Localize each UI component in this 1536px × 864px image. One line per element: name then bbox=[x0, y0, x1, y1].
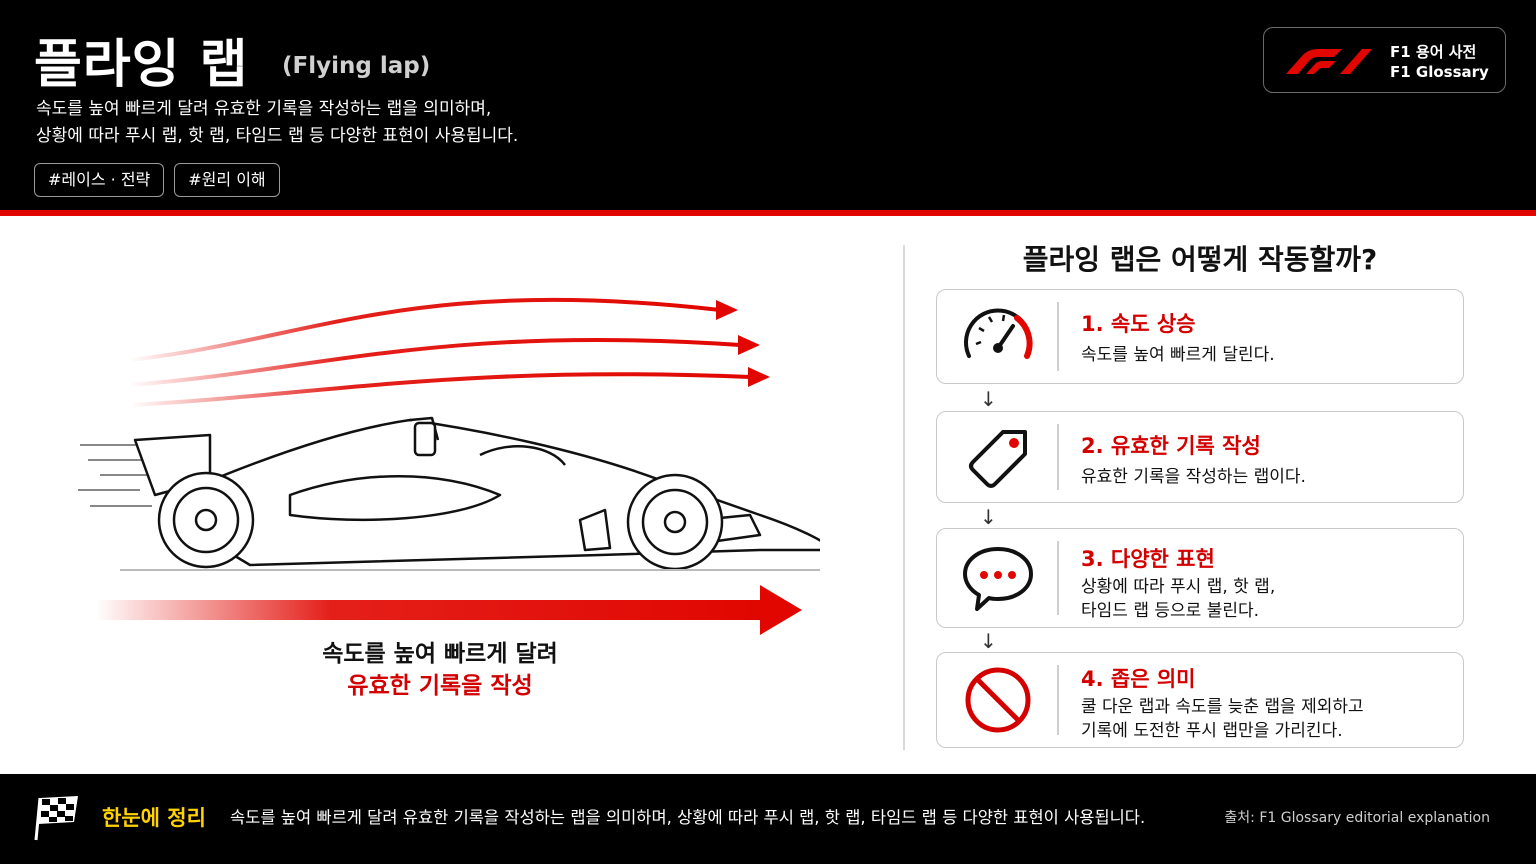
source-credit: 출처: F1 Glossary editorial explanation bbox=[1224, 810, 1490, 826]
tag-list: #레이스 · 전략 #원리 이해 bbox=[34, 163, 280, 197]
step-4-desc: 쿨 다운 랩과 속도를 늦춘 랩을 제외하고 기록에 도전한 푸시 랩만을 가리… bbox=[1081, 697, 1364, 741]
step-2-desc: 유효한 기록을 작성하는 랩이다. bbox=[1081, 467, 1306, 487]
f1-logo-icon bbox=[1286, 49, 1372, 74]
page-description: 속도를 높여 빠르게 달려 유효한 기록을 작성하는 랩을 의미하며, 상황에 … bbox=[36, 99, 519, 146]
step-3-desc: 상황에 따라 푸시 랩, 핫 랩, 타임드 랩 등으로 불린다. bbox=[1081, 577, 1276, 621]
speech-bubble-icon bbox=[963, 547, 1033, 611]
step-arrow-3: ↓ bbox=[980, 629, 997, 653]
step-card-narrow-meaning: 4. 좁은 의미 쿨 다운 랩과 속도를 늦춘 랩을 제외하고 기록에 도전한 … bbox=[936, 652, 1464, 748]
prohibited-icon bbox=[965, 667, 1031, 733]
page-title: 플라잉 랩 bbox=[34, 35, 249, 95]
illustration-caption: 속도를 높여 빠르게 달려 유효한 기록을 작성 bbox=[322, 641, 558, 699]
brand-badge: F1 용어 사전 F1 Glossary bbox=[1263, 27, 1506, 93]
step-card-record: 2. 유효한 기록 작성 유효한 기록을 작성하는 랩이다. bbox=[936, 411, 1464, 503]
step-card-speed: 1. 속도 상승 속도를 높여 빠르게 달린다. bbox=[936, 289, 1464, 384]
header-red-rule bbox=[0, 210, 1536, 216]
step-arrow-2: ↓ bbox=[980, 505, 997, 529]
race-car-illustration bbox=[78, 297, 820, 635]
checkered-flag-icon bbox=[34, 796, 78, 841]
page-subtitle: (Flying lap) bbox=[282, 53, 431, 79]
header-bar: 플라잉 랩 (Flying lap) 속도를 높여 빠르게 달려 유효한 기록을… bbox=[0, 0, 1536, 212]
summary-text: 속도를 높여 빠르게 달려 유효한 기록을 작성하는 랩을 의미하며, 상황에 … bbox=[230, 808, 1146, 827]
step-1-title: 1. 속도 상승 bbox=[1081, 312, 1196, 336]
tag-race-strategy[interactable]: #레이스 · 전략 bbox=[34, 163, 165, 197]
step-2-title: 2. 유효한 기록 작성 bbox=[1081, 434, 1261, 458]
step-3-title: 3. 다양한 표현 bbox=[1081, 547, 1215, 571]
summary-label: 한눈에 정리 bbox=[102, 806, 206, 830]
step-4-title: 4. 좁은 의미 bbox=[1081, 667, 1196, 691]
panel-title: 플라잉 랩은 어떻게 작동할까? bbox=[1022, 243, 1378, 276]
summary-footer: 한눈에 정리 속도를 높여 빠르게 달려 유효한 기록을 작성하는 랩을 의미하… bbox=[0, 774, 1536, 864]
step-1-desc: 속도를 높여 빠르게 달린다. bbox=[1081, 345, 1275, 365]
tag-principle[interactable]: #원리 이해 bbox=[174, 163, 280, 197]
brand-line-2: F1 Glossary bbox=[1390, 63, 1489, 81]
step-card-expressions: 3. 다양한 표현 상황에 따라 푸시 랩, 핫 랩, 타임드 랩 등으로 불린… bbox=[936, 528, 1464, 628]
section-divider bbox=[903, 245, 905, 750]
speedometer-icon bbox=[964, 307, 1033, 359]
speed-streak-arrows bbox=[129, 297, 751, 407]
tag-icon bbox=[969, 430, 1027, 488]
brand-line-1: F1 용어 사전 bbox=[1390, 43, 1477, 61]
car-outline bbox=[133, 416, 820, 571]
speed-arrow-bar bbox=[95, 600, 770, 620]
step-arrow-1: ↓ bbox=[980, 387, 997, 411]
